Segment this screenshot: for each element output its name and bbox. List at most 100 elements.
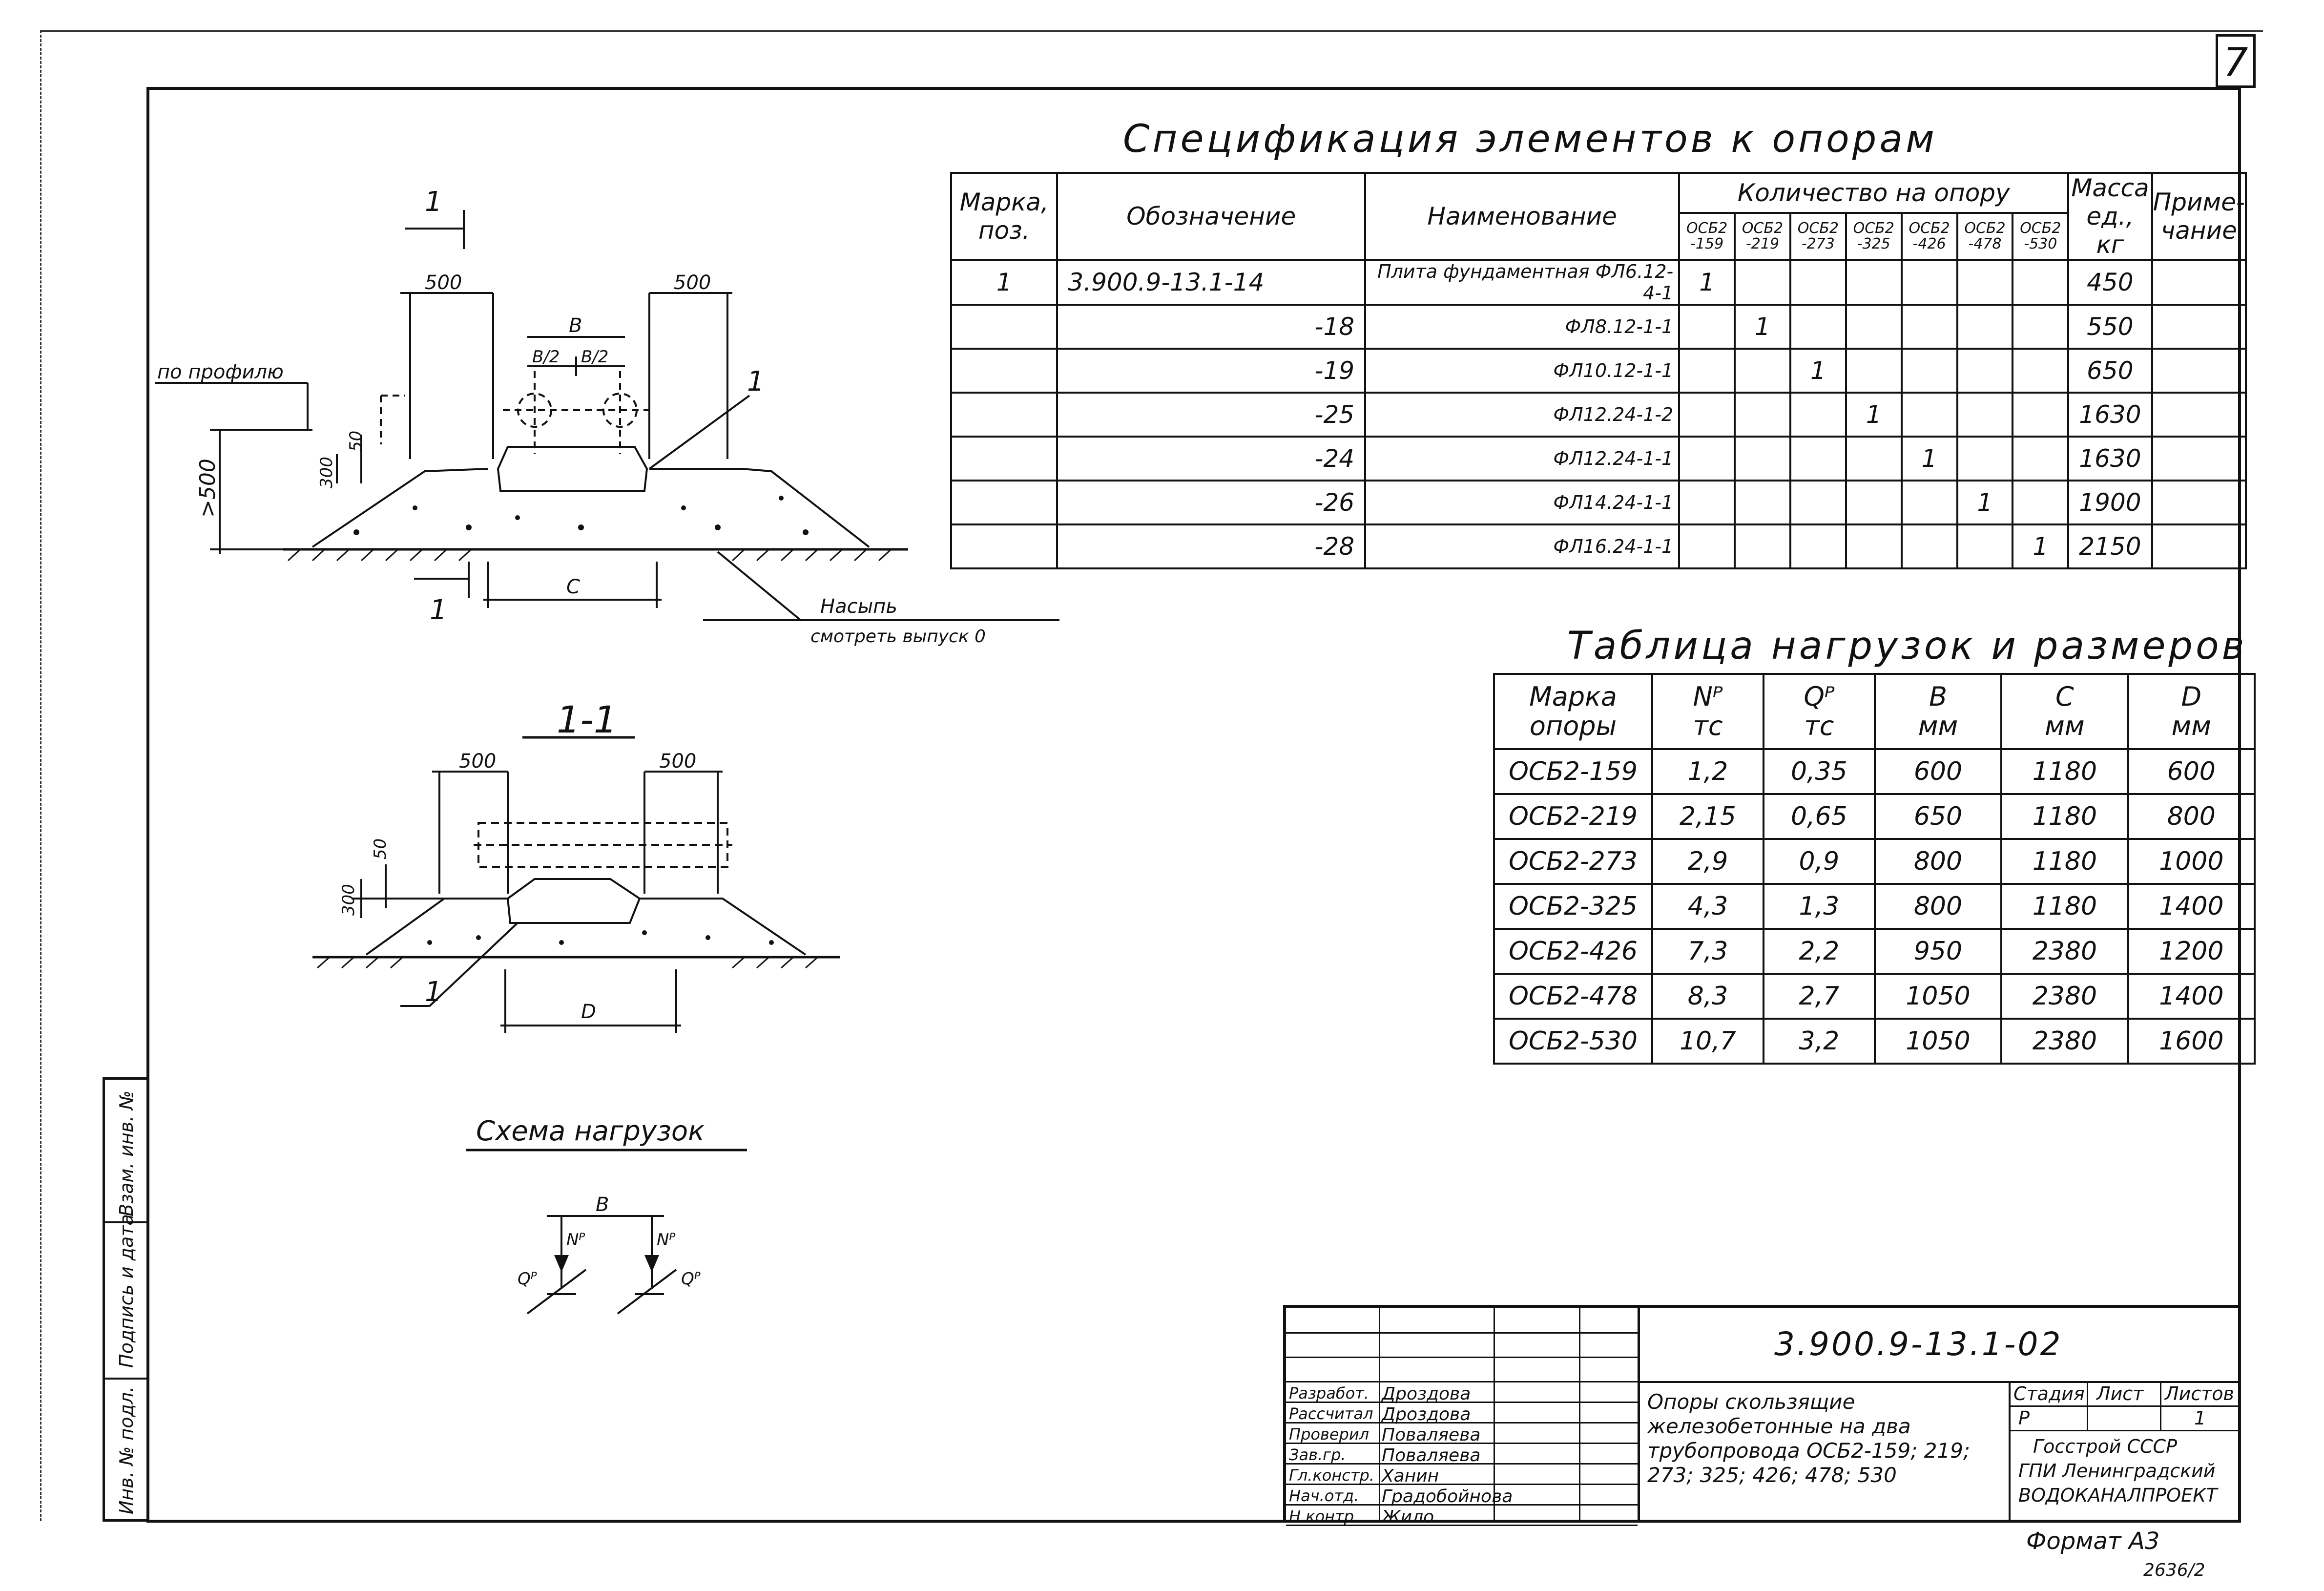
format-label: Формат А3 xyxy=(2026,1528,2160,1555)
spec-cell xyxy=(1900,480,1958,525)
dim-500-left: 500 xyxy=(425,272,462,294)
spec-cell xyxy=(950,480,1058,525)
org-line-3: ВОДОКАНАЛПРОЕКТ xyxy=(2018,1485,2218,1506)
loads-header-top: B xyxy=(1929,681,1947,712)
person-role: Зав.гр. xyxy=(1289,1445,1346,1464)
person-name: Поваляева xyxy=(1382,1425,1481,1445)
scheme-n-right: Nᴾ xyxy=(657,1230,676,1250)
loads-header-unit: тс xyxy=(1693,711,1723,741)
person-name: Дроздова xyxy=(1382,1384,1471,1404)
title-block-person-row: Нач.отд.Градобойнова xyxy=(1286,1484,1638,1507)
spec-header-name: Наименование xyxy=(1364,172,1681,261)
loads-cell: 1600 xyxy=(2127,1018,2256,1065)
scheme-dim-b: B xyxy=(596,1193,609,1216)
loads-header-unit: опоры xyxy=(1529,711,1617,741)
loads-cell: 2,7 xyxy=(1762,973,1876,1020)
loads-header-top: D xyxy=(2181,681,2202,712)
spec-qty-col-6: ОСБ2 -530 xyxy=(2012,211,2070,261)
archive-number: 2636/2 xyxy=(2143,1560,2205,1580)
spec-cell: ФЛ16.24-1-1 xyxy=(1364,523,1681,569)
spec-cell xyxy=(1845,304,1903,350)
spec-cell: 1 xyxy=(1956,480,2014,525)
loads-header-unit: мм xyxy=(2171,711,2212,741)
title-block-person-row: Гл.констр.Ханин xyxy=(1286,1463,1638,1486)
spec-qty-col-0: ОСБ2 -159 xyxy=(1678,211,1736,261)
title-block-person-row: Разработ.Дроздова xyxy=(1286,1381,1638,1404)
loads-cell: 1050 xyxy=(1873,1018,2003,1065)
spec-cell xyxy=(2012,259,2070,306)
sheet-number: 7 xyxy=(2216,34,2256,88)
spec-cell xyxy=(2151,304,2247,350)
spec-qty-col-2: ОСБ2 -273 xyxy=(1789,211,1847,261)
spec-cell xyxy=(1789,392,1847,438)
pos-1-top: 1 xyxy=(747,366,765,398)
loads-cell: ОСБ2-426 xyxy=(1493,928,1653,975)
sheets-value: 1 xyxy=(2194,1407,2206,1429)
loads-cell: 1400 xyxy=(2127,883,2256,930)
spec-header-designation: Обозначение xyxy=(1056,172,1367,261)
loads-cell: ОСБ2-159 xyxy=(1493,748,1653,795)
spec-cell xyxy=(1734,348,1791,394)
pos-1-sec: 1 xyxy=(425,976,442,1008)
loads-cell: 2,9 xyxy=(1651,838,1764,885)
spec-cell xyxy=(1845,523,1903,569)
dim-c: C xyxy=(566,576,580,598)
spec-cell: -25 xyxy=(1056,392,1367,438)
dim-300-sec: 300 xyxy=(339,884,358,916)
title-block-blank-row xyxy=(1286,1332,1638,1358)
spec-cell: 1 xyxy=(2012,523,2070,569)
dim-50-sec: 50 xyxy=(371,838,390,859)
spec-cell xyxy=(1678,480,1736,525)
spec-qty-col-5: ОСБ2 -478 xyxy=(1956,211,2014,261)
by-profile-label: по профилю xyxy=(157,361,284,383)
fill-label-2: смотреть выпуск 0 xyxy=(810,627,986,647)
spec-cell xyxy=(2151,259,2247,306)
spec-cell: 1630 xyxy=(2067,392,2153,438)
spec-cell: -28 xyxy=(1056,523,1367,569)
loads-cell: 1180 xyxy=(2000,748,2129,795)
spec-cell xyxy=(1734,436,1791,481)
loads-header-unit: мм xyxy=(1918,711,1958,741)
dim-500-right: 500 xyxy=(674,272,711,294)
spec-cell: 1 xyxy=(1734,304,1791,350)
spec-cell xyxy=(1734,259,1791,306)
spec-table: Марка, поз. Обозначение Наименование Кол… xyxy=(950,172,2247,569)
loads-cell: 1200 xyxy=(2127,928,2256,975)
spec-cell: ФЛ14.24-1-1 xyxy=(1364,480,1681,525)
sheets-label: Листов xyxy=(2165,1383,2234,1404)
spec-cell xyxy=(1845,480,1903,525)
spec-cell: 1 xyxy=(1678,259,1736,306)
spec-cell xyxy=(1789,436,1847,481)
spec-cell: 1 xyxy=(950,259,1058,306)
loads-cell: 1,2 xyxy=(1651,748,1764,795)
spec-cell xyxy=(950,392,1058,438)
person-name: Поваляева xyxy=(1382,1445,1481,1465)
loads-header-unit: мм xyxy=(2045,711,2085,741)
spec-cell xyxy=(2012,480,2070,525)
spec-cell: -19 xyxy=(1056,348,1367,394)
loads-cell: 1180 xyxy=(2000,793,2129,840)
loads-cell: 0,9 xyxy=(1762,838,1876,885)
spec-cell xyxy=(2151,348,2247,394)
spec-cell: 450 xyxy=(2067,259,2153,306)
loads-cell: 600 xyxy=(1873,748,2003,795)
spec-cell xyxy=(1678,392,1736,438)
spec-cell: Плита фундаментная ФЛ6.12-4-1 xyxy=(1364,259,1681,306)
sheet-label: Лист xyxy=(2096,1383,2144,1404)
outer-frame xyxy=(40,30,2263,1521)
scheme-n-left: Nᴾ xyxy=(566,1230,585,1250)
loads-cell: 3,2 xyxy=(1762,1018,1876,1065)
spec-cell xyxy=(2012,304,2070,350)
loads-cell: 8,3 xyxy=(1651,973,1764,1020)
